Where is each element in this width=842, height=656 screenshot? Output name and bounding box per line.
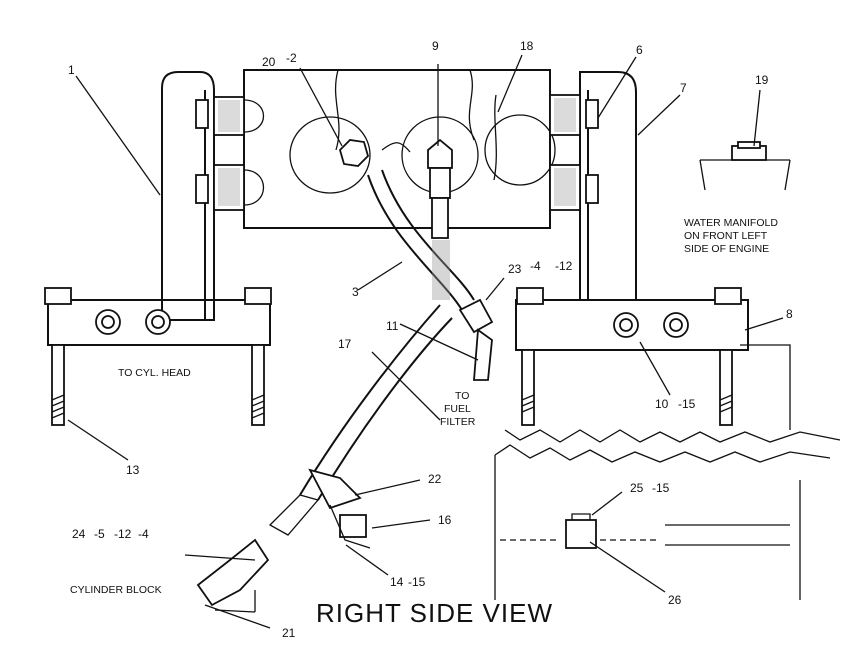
callout-labels: 1 20 -2 9 18 6 7 19 8 3 23 -4 -12 11 17 … bbox=[68, 39, 793, 640]
callout-7: 7 bbox=[680, 81, 687, 95]
note-to-fuel-filter-1: TO bbox=[455, 390, 469, 402]
right-bracket bbox=[515, 71, 749, 426]
callout-9: 9 bbox=[432, 39, 439, 53]
callout-23: 23 bbox=[508, 262, 522, 276]
callout-13: 13 bbox=[126, 463, 140, 477]
callout-20: 20 bbox=[262, 55, 276, 69]
callout-15-a: -15 bbox=[678, 397, 696, 411]
callout-6: 6 bbox=[636, 43, 643, 57]
callout-8: 8 bbox=[786, 307, 793, 321]
callout-4: -4 bbox=[530, 259, 541, 273]
callout-17: 17 bbox=[338, 337, 352, 351]
callout-24-12: -12 bbox=[114, 527, 132, 541]
note-cylinder-block: CYLINDER BLOCK bbox=[70, 584, 162, 596]
left-bracket bbox=[44, 71, 272, 426]
callout-14: 14 bbox=[390, 575, 404, 589]
callout-24-5: -5 bbox=[94, 527, 105, 541]
engine-block-outline bbox=[494, 344, 841, 600]
callout-24-4: -4 bbox=[138, 527, 149, 541]
callout-10: 10 bbox=[655, 397, 669, 411]
callout-21: 21 bbox=[282, 626, 296, 640]
callout-2: -2 bbox=[286, 51, 297, 65]
callout-19: 19 bbox=[755, 73, 769, 87]
callout-15-c: -15 bbox=[652, 481, 670, 495]
note-to-fuel-filter-3: FILTER bbox=[440, 416, 476, 428]
callout-12: -12 bbox=[555, 259, 573, 273]
notes: TO CYL. HEAD WATER MANIFOLD ON FRONT LEF… bbox=[70, 217, 778, 596]
fuel-lines bbox=[184, 138, 494, 613]
callout-22: 22 bbox=[428, 472, 442, 486]
callout-18: 18 bbox=[520, 39, 534, 53]
callout-24: 24 bbox=[72, 527, 86, 541]
callout-26: 26 bbox=[668, 593, 682, 607]
callout-3: 3 bbox=[352, 285, 359, 299]
callout-15-b: -15 bbox=[408, 575, 426, 589]
callout-25: 25 bbox=[630, 481, 644, 495]
view-title: RIGHT SIDE VIEW bbox=[316, 598, 553, 628]
callout-11: 11 bbox=[386, 319, 399, 333]
filter-housing-block bbox=[243, 69, 556, 229]
note-water-manifold-3: SIDE OF ENGINE bbox=[684, 243, 769, 255]
note-water-manifold-1: WATER MANIFOLD bbox=[684, 217, 778, 229]
note-to-fuel-filter-2: FUEL bbox=[444, 403, 471, 415]
callout-1: 1 bbox=[68, 63, 75, 77]
water-manifold bbox=[699, 141, 791, 191]
note-to-cyl-head: TO CYL. HEAD bbox=[118, 367, 191, 379]
leader-lines bbox=[67, 54, 784, 629]
note-water-manifold-2: ON FRONT LEFT bbox=[684, 230, 768, 242]
callout-16: 16 bbox=[438, 513, 452, 527]
